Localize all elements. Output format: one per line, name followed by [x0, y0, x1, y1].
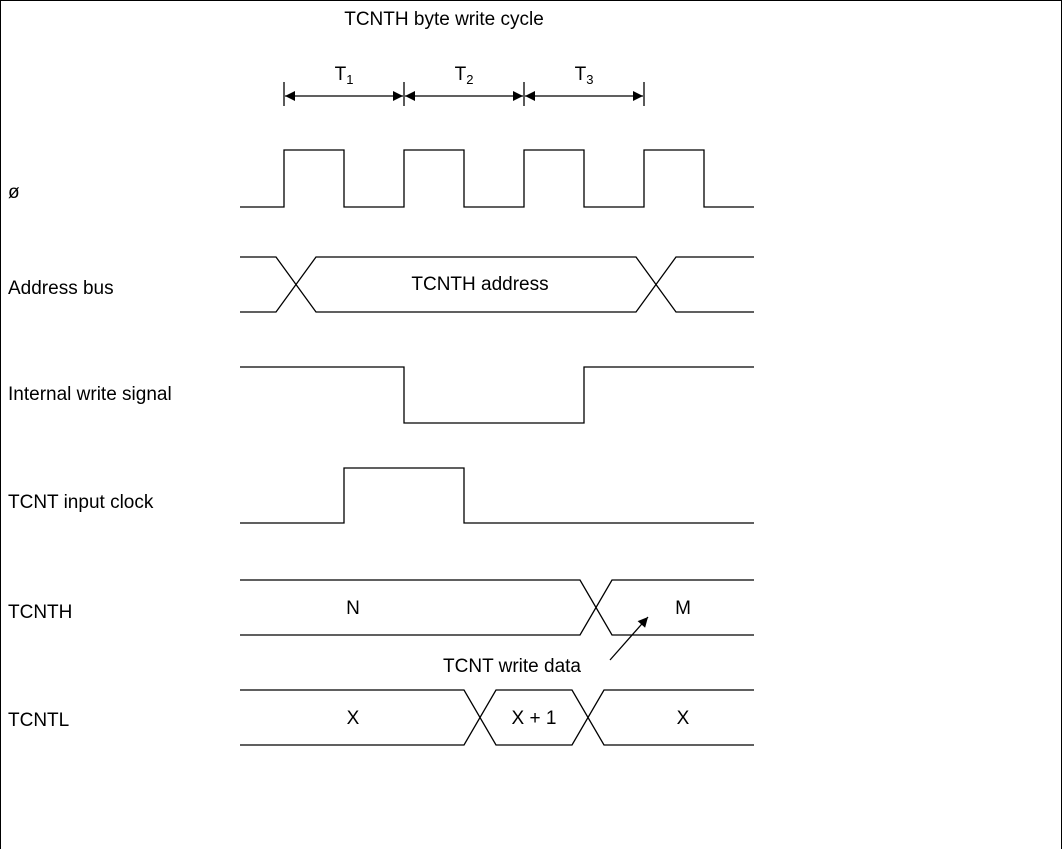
tcnth-value-after: M: [675, 598, 691, 619]
address-value: TCNTH address: [411, 274, 549, 295]
cycle-label-t2: T2: [455, 64, 474, 87]
signal-label-phi: ø: [8, 182, 20, 203]
internal-write-waveform: [240, 366, 754, 424]
cycle-label-t3: T3: [575, 64, 594, 87]
tcntl-value-1: X: [346, 708, 360, 729]
signal-label-tcnt-input-clock: TCNT input clock: [8, 492, 154, 513]
signal-label-internal-write: Internal write signal: [8, 384, 172, 405]
diagram-title: TCNTH byte write cycle: [344, 9, 544, 30]
write-data-annotation: TCNT write data: [443, 656, 581, 677]
tcntl-value-3: X: [676, 708, 690, 729]
signal-label-tcntl: TCNTL: [8, 710, 70, 731]
signal-label-address-bus: Address bus: [8, 278, 114, 299]
address-bus-waveform: [240, 256, 754, 313]
signal-label-tcnth: TCNTH: [8, 602, 73, 623]
tcnt-input-clock-waveform: [240, 467, 754, 524]
cycle-label-t2-sub: 2: [466, 72, 474, 87]
cycle-label-t3-base: T: [574, 64, 587, 85]
cycle-label-t2-base: T: [454, 64, 467, 85]
cycle-label-t1-base: T: [334, 64, 347, 85]
tcntl-waveform: [240, 689, 754, 746]
tcnth-value-before: N: [346, 598, 360, 619]
cycle-label-t3-sub: 3: [586, 72, 594, 87]
cycle-markers: [283, 82, 645, 106]
cycle-label-t1-sub: 1: [346, 72, 354, 87]
write-data-arrow: [609, 616, 649, 661]
tcnth-waveform: [240, 579, 754, 636]
phi-clock-waveform: [240, 149, 754, 208]
cycle-label-t1: T1: [335, 64, 354, 87]
tcntl-value-2: X + 1: [511, 708, 557, 729]
